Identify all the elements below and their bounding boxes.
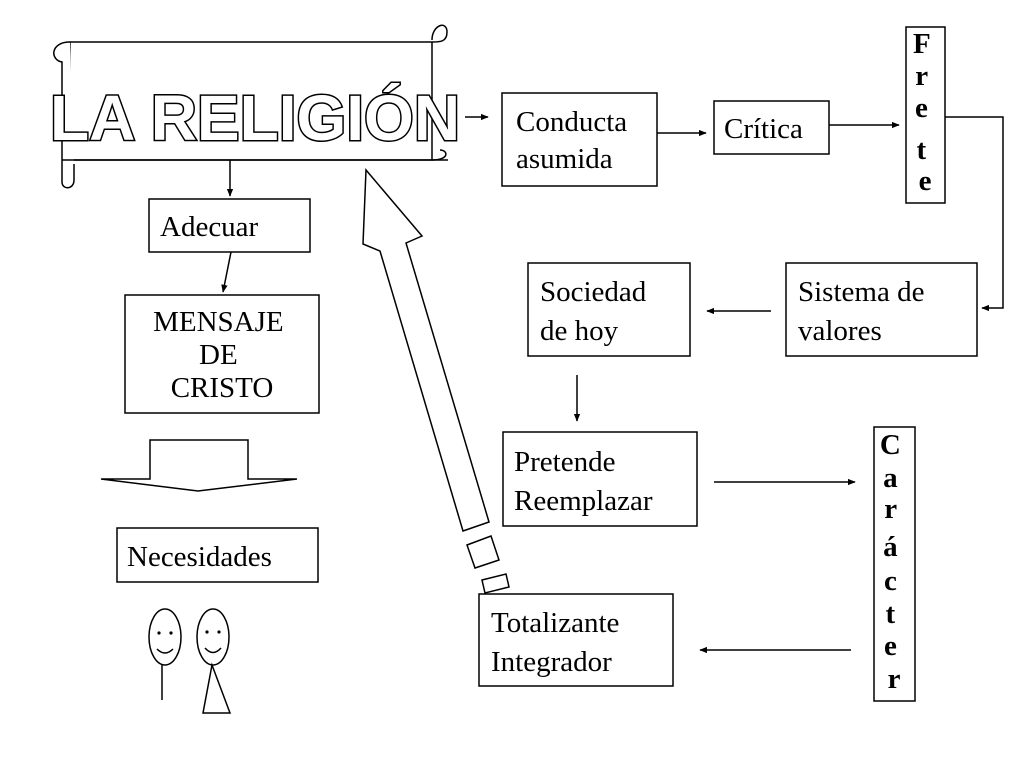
caracter-letter: á xyxy=(883,531,898,563)
node-line: Sociedad xyxy=(540,276,647,308)
node-line: DE xyxy=(199,339,238,371)
svg-text:Sociedad de hoy: Sociedad de hoy xyxy=(540,276,654,347)
svg-text:F r e t: F r e t e xyxy=(913,28,937,197)
node-line: valores xyxy=(798,315,882,347)
hollow-up-arrow xyxy=(362,168,510,594)
node-totalizante: Totalizante Integrador xyxy=(478,593,674,687)
caracter-letter: a xyxy=(883,462,898,494)
page-title: LA RELIGIÓN xyxy=(50,82,460,154)
caracter-letter: r xyxy=(884,493,897,525)
svg-text:Adecuar: Adecuar xyxy=(160,211,259,243)
node-conducta: Conducta asumida xyxy=(501,92,658,187)
node-line: Reemplazar xyxy=(514,485,653,517)
node-pretende: Pretende Reemplazar xyxy=(502,431,698,527)
svg-text:C a r á: C a r á c t e r xyxy=(880,429,908,695)
node-sociedad: Sociedad de hoy xyxy=(527,262,691,357)
node-line: Crítica xyxy=(724,113,803,145)
node-caracter-vertical: C a r á c t e r xyxy=(873,426,916,702)
node-line: MENSAJE xyxy=(153,306,284,338)
node-line: Sistema de xyxy=(798,276,924,308)
caracter-letter: r xyxy=(888,663,901,695)
node-necesidades: Necesidades xyxy=(116,527,319,583)
node-frete-vertical: F r e t e xyxy=(905,26,946,204)
title-scroll-banner: LA RELIGIÓN xyxy=(48,24,462,189)
node-line: Pretende xyxy=(514,446,615,478)
frete-letter: r xyxy=(915,60,928,92)
svg-text:Crítica: Crítica xyxy=(724,113,803,145)
node-line: Necesidades xyxy=(127,541,272,573)
node-line: asumida xyxy=(516,143,613,175)
caracter-letter: C xyxy=(880,429,901,461)
frete-letter: e xyxy=(919,165,932,197)
stick-figure-man xyxy=(148,608,182,700)
caracter-letter: e xyxy=(884,630,897,662)
node-critica: Crítica xyxy=(713,100,830,155)
frete-letter: F xyxy=(913,28,930,60)
svg-text:Totalizante Integrador: Totalizante Integrador xyxy=(491,607,627,678)
svg-text:Conducta asumida: Conducta asumida xyxy=(516,106,634,175)
frete-letter: t xyxy=(917,134,927,166)
node-sistema: Sistema de valores xyxy=(785,262,978,357)
arrow-adecuar-to-mensaje xyxy=(221,251,232,293)
caracter-letter: t xyxy=(886,598,896,630)
caracter-letter: c xyxy=(884,565,897,597)
svg-text:MENSAJE DE CRISTO: MENSAJE DE CRISTO xyxy=(153,306,291,404)
node-line: CRISTO xyxy=(171,372,274,404)
hollow-down-arrow xyxy=(100,439,298,492)
stick-figure-woman xyxy=(196,608,232,714)
frete-letter: e xyxy=(915,92,928,124)
svg-text:Necesidades: Necesidades xyxy=(127,541,272,573)
node-line: Totalizante xyxy=(491,607,619,639)
node-adecuar: Adecuar xyxy=(148,198,311,253)
node-line: Integrador xyxy=(491,646,612,678)
svg-text:Sistema de valores: Sistema de valores xyxy=(798,276,932,347)
node-line: Conducta xyxy=(516,106,627,138)
node-line: Adecuar xyxy=(160,211,259,243)
svg-text:Pretende Reemplazar: Pretende Reemplazar xyxy=(514,446,653,517)
node-line: de hoy xyxy=(540,315,619,347)
node-mensaje: MENSAJE DE CRISTO xyxy=(124,294,320,414)
arrow-frete-to-sistema xyxy=(945,116,1004,312)
